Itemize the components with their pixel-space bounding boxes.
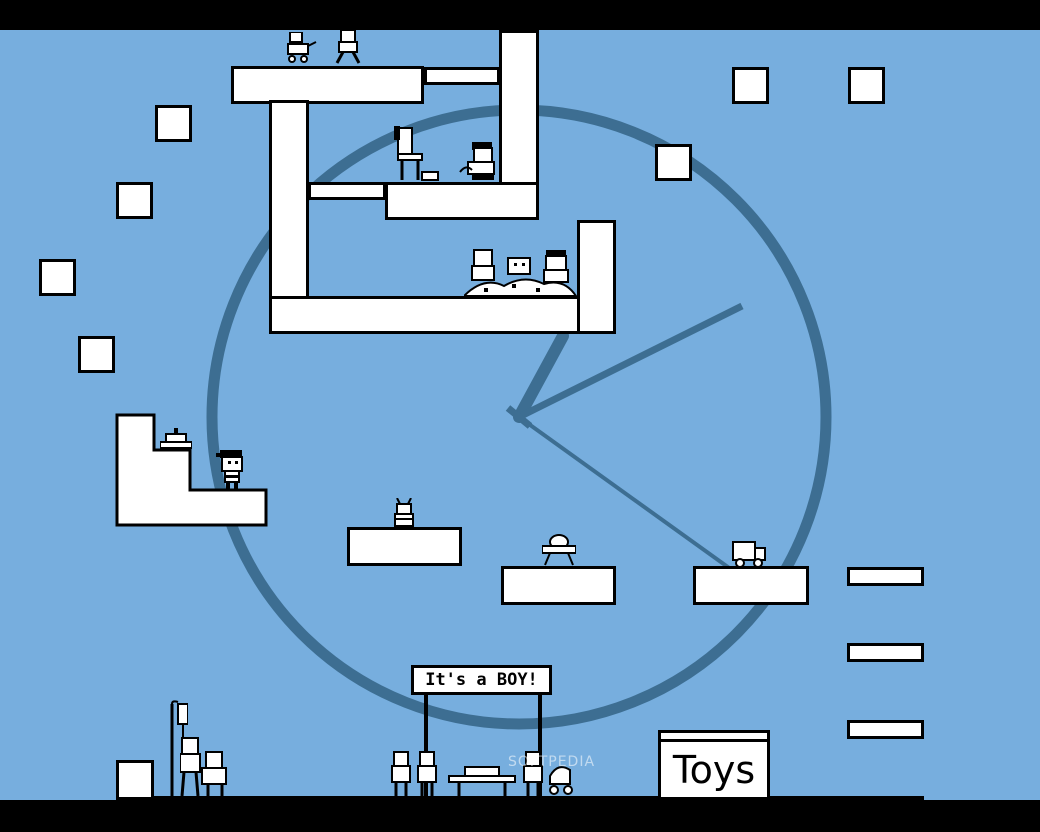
ground-line	[154, 796, 924, 800]
platform	[347, 527, 462, 566]
hospital-patient-group	[180, 737, 227, 797]
banner-text: It's a BOY!	[425, 670, 538, 690]
antenna-robot-item	[394, 498, 414, 527]
middle-floor-bar	[308, 182, 386, 200]
clock-minute-hand	[517, 302, 744, 421]
player-character	[216, 450, 243, 491]
iv-stand	[170, 700, 188, 798]
stroller-figure	[287, 32, 317, 63]
thin-ledge	[847, 567, 924, 586]
ufo-toy-item	[542, 534, 576, 566]
middle-floor	[385, 182, 539, 220]
ground-block	[116, 760, 154, 800]
toy-truck-item	[732, 541, 766, 568]
clock-second-hand	[517, 415, 734, 572]
top-ledge	[231, 66, 424, 104]
computer-desk	[394, 126, 439, 181]
toy-car-item	[160, 428, 192, 449]
clock-center-mark	[505, 405, 533, 429]
thin-ledge	[847, 643, 924, 662]
banner-post-right	[538, 690, 542, 798]
party-table	[448, 766, 516, 797]
platform	[693, 566, 809, 605]
toys-shop-text: Toys	[672, 747, 756, 792]
parent-figure	[335, 30, 361, 64]
party-guest-with-stroller	[523, 751, 573, 796]
floating-block	[155, 105, 192, 142]
bottom-floor	[269, 296, 616, 334]
top-ledge-bar	[424, 67, 500, 85]
banner-post-left	[424, 690, 428, 798]
watermark-text: SOFTPEDIA	[508, 754, 596, 770]
floating-block	[116, 182, 153, 219]
group-of-people	[464, 249, 578, 297]
game-scene: It's a BOY! Toys	[0, 30, 1040, 800]
thin-ledge	[847, 720, 924, 739]
right-wall	[577, 220, 616, 334]
floating-block	[655, 144, 692, 181]
seated-person	[459, 142, 495, 180]
floating-block	[732, 67, 769, 104]
party-guests-left	[391, 751, 437, 796]
floating-block	[78, 336, 115, 373]
platform	[501, 566, 616, 605]
floating-block	[39, 259, 76, 296]
floating-block	[848, 67, 885, 104]
banner-sign: It's a BOY!	[411, 665, 552, 695]
left-stair-platform	[115, 413, 268, 527]
clock-hour-hand	[513, 330, 569, 423]
toys-shop-sign: Toys	[658, 739, 770, 800]
